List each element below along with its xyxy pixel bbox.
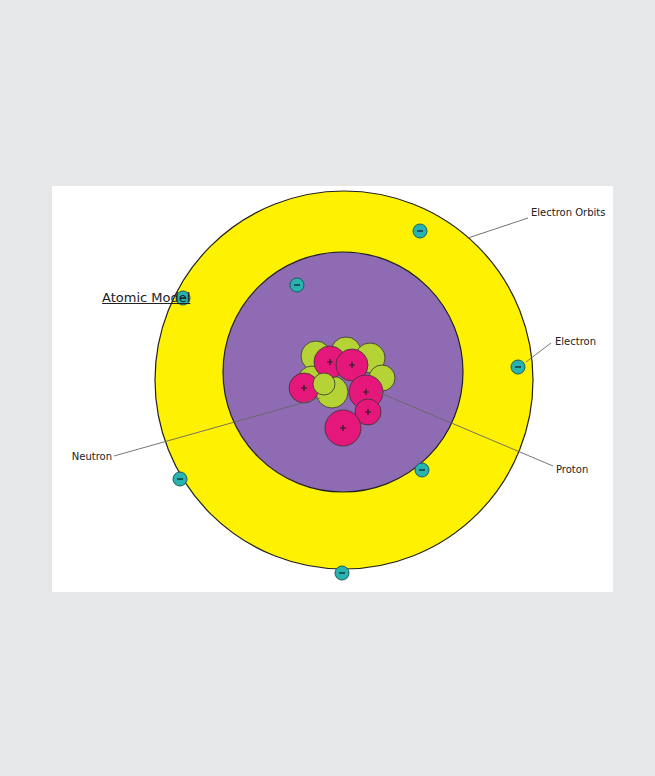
white-panel — [52, 186, 613, 592]
electron-dot — [173, 472, 187, 486]
nucleus — [289, 337, 395, 446]
leader-lines — [114, 218, 553, 466]
diagram-title: Atomic Model — [102, 291, 190, 305]
inner-shell — [223, 252, 463, 492]
part-label: Neutron — [72, 451, 112, 462]
electron-dot — [413, 224, 427, 238]
part-label: Proton — [556, 464, 588, 475]
minus-sign — [515, 366, 521, 367]
part-label: Electron Orbits — [531, 207, 605, 218]
electron-dot — [511, 360, 525, 374]
electron-dot — [415, 463, 429, 477]
outer-shell — [155, 191, 533, 569]
electron-dot — [335, 566, 349, 580]
minus-sign — [339, 572, 345, 573]
minus-sign — [419, 469, 425, 470]
minus-sign — [177, 478, 183, 479]
charge-marks — [301, 359, 371, 431]
electron-dot — [290, 278, 304, 292]
part-label: Electron — [555, 336, 596, 347]
minus-sign — [417, 230, 423, 231]
minus-sign — [294, 284, 300, 285]
electrons — [173, 224, 525, 580]
